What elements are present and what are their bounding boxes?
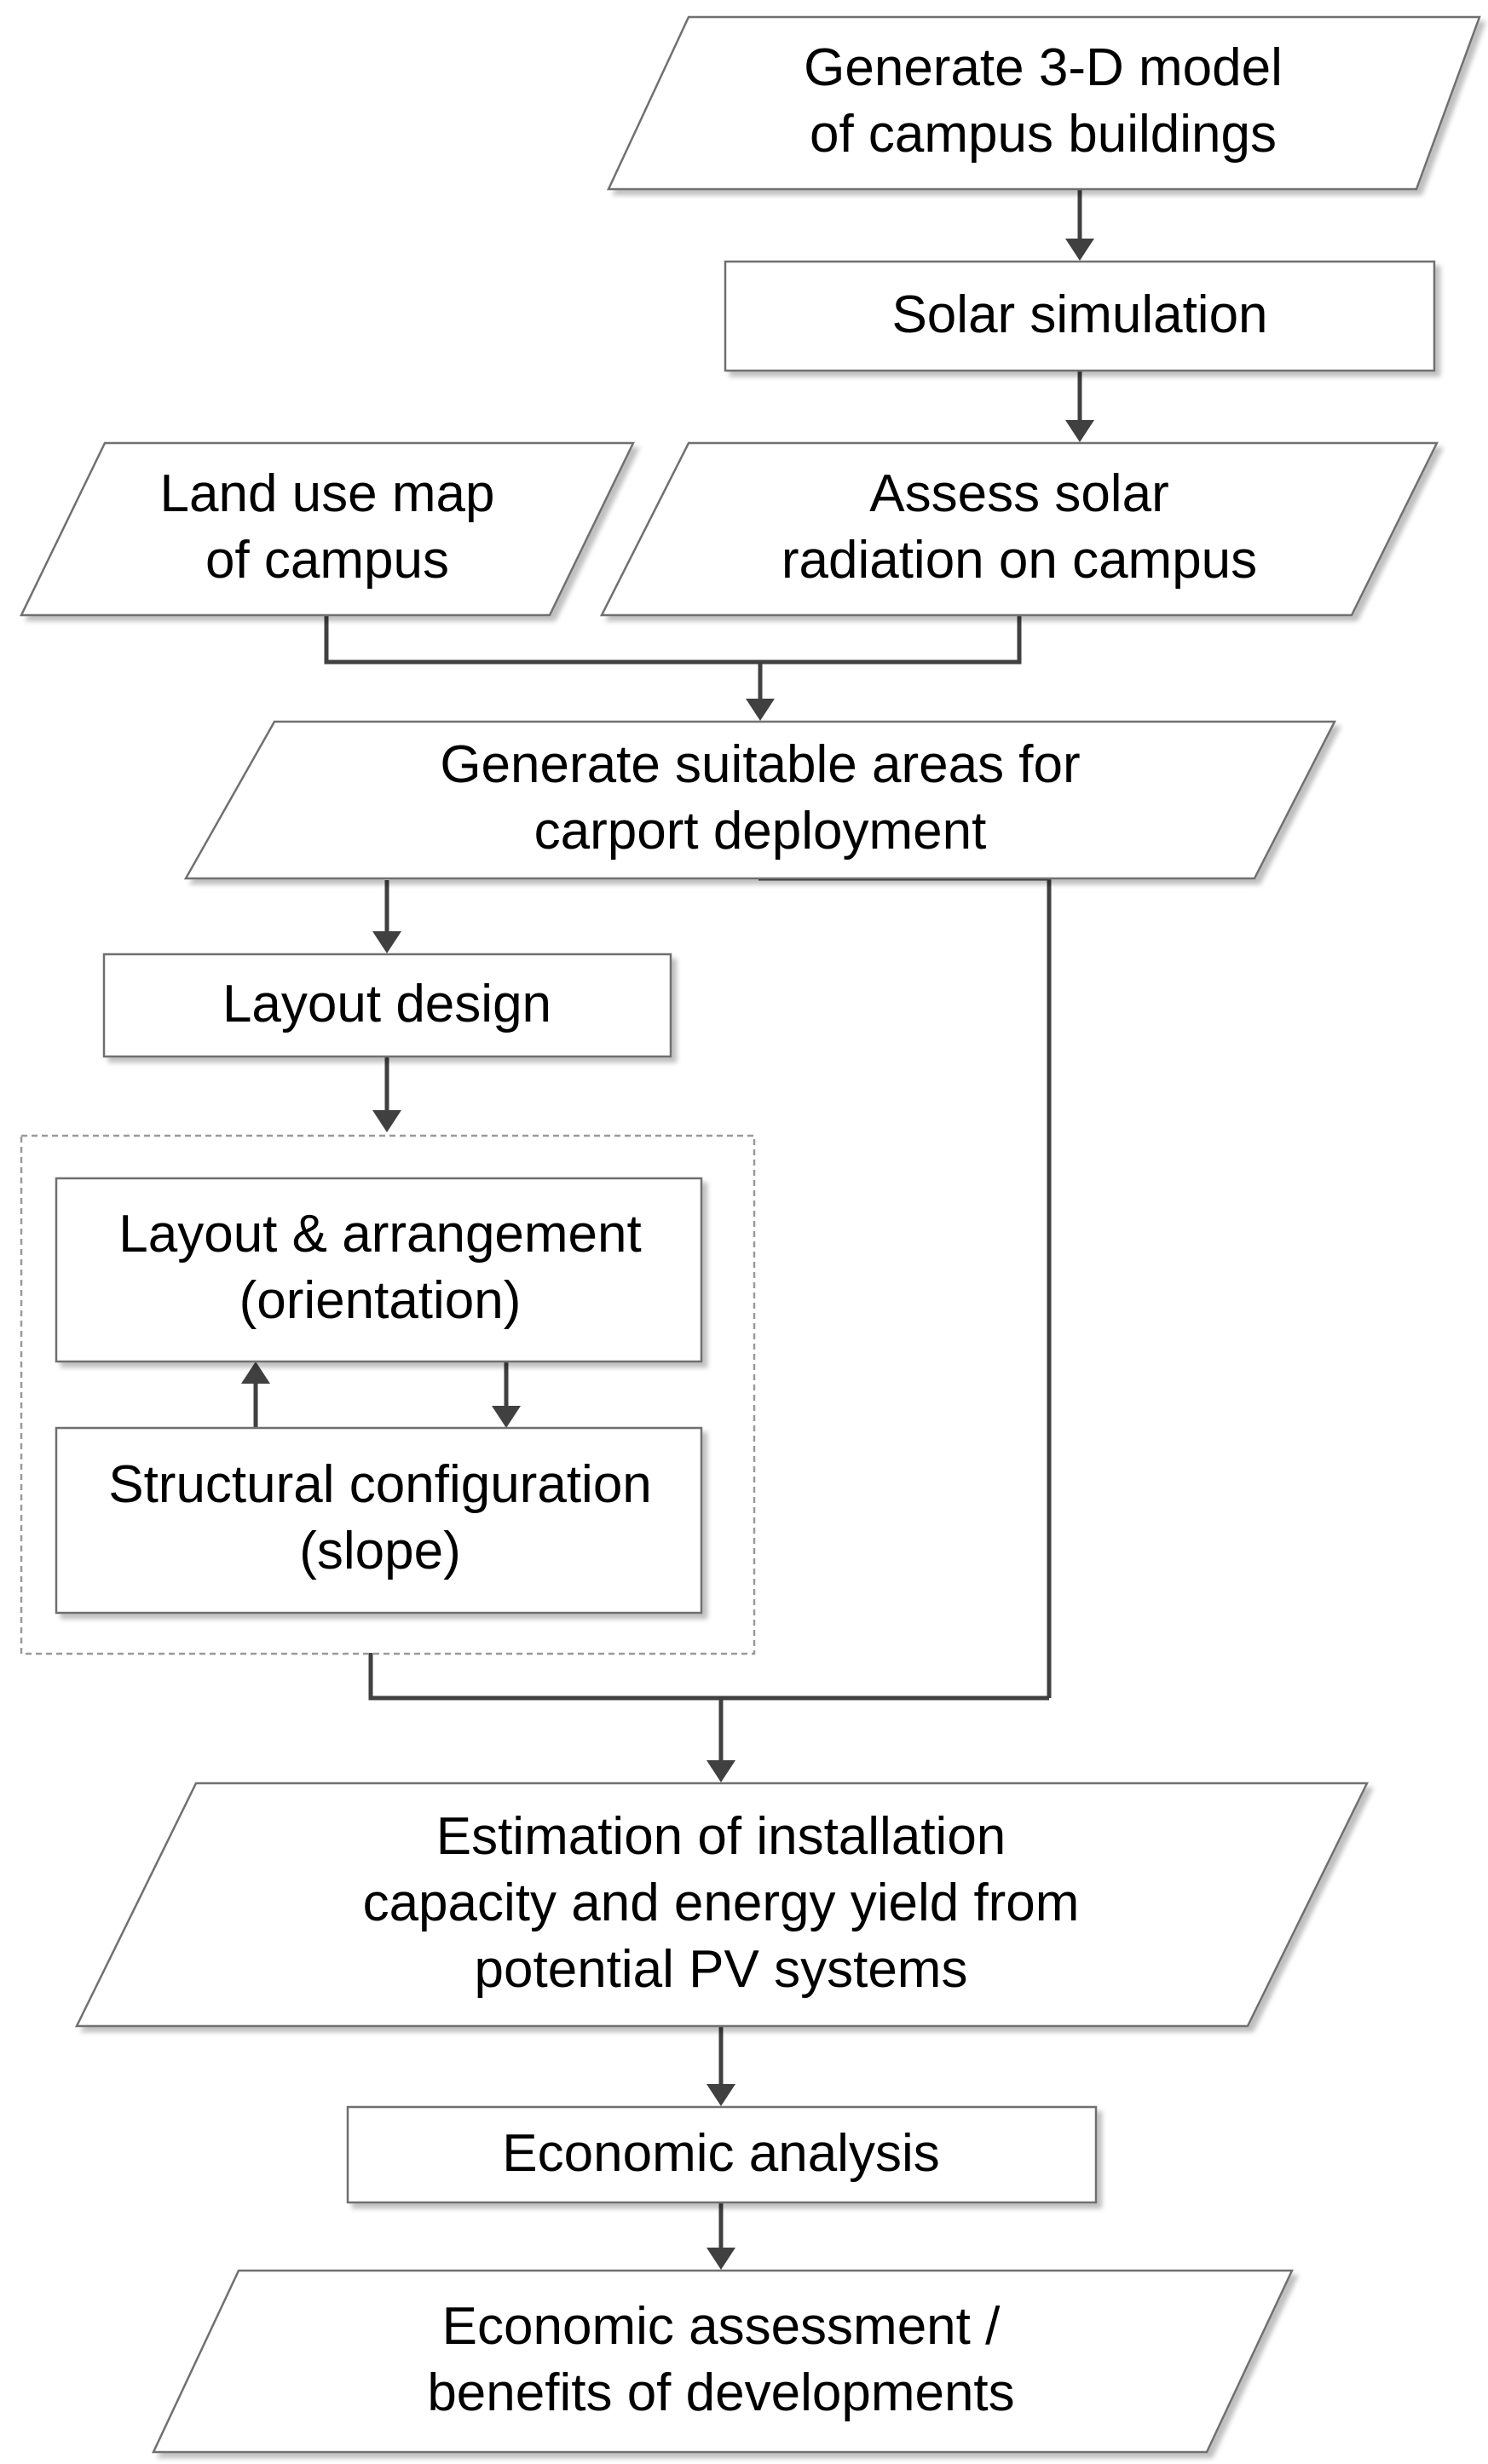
node-assess-solar-line1: Assess solar: [869, 464, 1168, 523]
node-solar-simulation-shape: [724, 260, 1436, 372]
node-estimation-line1: Estimation of installation: [436, 1807, 1006, 1866]
node-suitable-areas-shape: [183, 720, 1337, 880]
node-suitable-areas-line1: Generate suitable areas for: [440, 735, 1080, 794]
node-layout-arrangement-line2: (orientation): [239, 1271, 522, 1330]
node-land-use-map: Land use map of campus: [20, 441, 635, 617]
node-economic-analysis-line1: Economic analysis: [502, 2124, 939, 2183]
node-estimation-shape: [74, 1782, 1370, 2028]
node-layout-design-shape: [102, 953, 672, 1058]
node-generate-3d-model-shape: [607, 15, 1481, 191]
node-layout-arrangement-line1: Layout & arrangement: [118, 1205, 642, 1264]
node-estimation-line2: capacity and energy yield from: [363, 1874, 1080, 1932]
node-economic-assessment-shape: [152, 2269, 1294, 2454]
arrow-into-suitable-areas: [746, 699, 775, 721]
arrow-into-layout-design: [372, 931, 401, 953]
node-structural-config-line2: (slope): [299, 1522, 461, 1580]
node-economic-analysis-shape: [346, 2105, 1098, 2204]
node-estimation-line3: potential PV systems: [475, 1940, 968, 1999]
arrow-into-solar-simulation: [1065, 239, 1094, 261]
node-estimation: Estimation of installation capacity and …: [74, 1782, 1370, 2028]
arrow-into-economic-assessment: [707, 2248, 735, 2270]
node-economic-assessment-line2: benefits of developments: [427, 2363, 1014, 2422]
layout-options-group: [20, 1134, 756, 1655]
node-land-use-map-line2: of campus: [205, 531, 449, 590]
node-land-use-map-shape: [20, 441, 635, 617]
node-assess-solar-line2: radiation on campus: [781, 531, 1257, 590]
arrow-into-estimation: [707, 1760, 735, 1782]
node-generate-3d-model: Generate 3-D model of campus buildings: [607, 15, 1481, 191]
node-assess-solar: Assess solar radiation on campus: [599, 441, 1439, 617]
arrow-into-assess-solar: [1065, 420, 1094, 442]
node-suitable-areas-line2: carport deployment: [534, 802, 987, 861]
arrow-down-into-structural-config: [492, 1406, 521, 1428]
node-generate-3d-model-line1: Generate 3-D model: [804, 38, 1283, 97]
node-solar-simulation: Solar simulation: [724, 260, 1436, 372]
node-layout-design: Layout design: [102, 953, 672, 1058]
node-economic-assessment: Economic assessment / benefits of develo…: [152, 2269, 1294, 2454]
node-layout-arrangement: Layout & arrangement (orientation): [55, 1177, 703, 1363]
node-generate-3d-model-line2: of campus buildings: [810, 105, 1277, 164]
node-land-use-map-line1: Land use map: [160, 464, 495, 523]
arrow-into-layout-group: [372, 1110, 401, 1132]
node-suitable-areas: Generate suitable areas for carport depl…: [183, 720, 1337, 880]
node-solar-simulation-line1: Solar simulation: [891, 285, 1267, 344]
arrow-into-economic-analysis: [707, 2084, 735, 2106]
node-structural-config: Structural configuration (slope): [55, 1426, 703, 1615]
node-economic-assessment-line1: Economic assessment /: [442, 2297, 1001, 2356]
node-layout-design-line1: Layout design: [222, 975, 551, 1033]
edge-merge-into-suitable-areas: [324, 615, 1022, 665]
node-assess-solar-shape: [599, 441, 1439, 617]
node-economic-analysis: Economic analysis: [346, 2105, 1098, 2204]
edge-suitable-areas-bypass-to-estimation: [758, 876, 1052, 1698]
arrow-up-into-layout-arrangement: [241, 1362, 270, 1384]
edge-group-to-estimation: [368, 1653, 1049, 1701]
node-structural-config-line1: Structural configuration: [108, 1455, 652, 1514]
node-layout-arrangement-shape: [55, 1177, 703, 1363]
node-structural-config-shape: [55, 1426, 703, 1615]
